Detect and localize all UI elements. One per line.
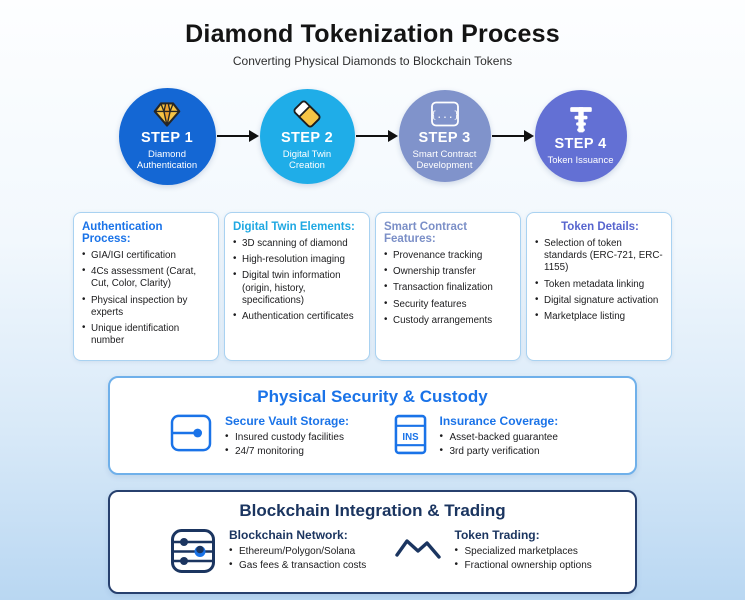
- list-item: Token metadata linking: [535, 278, 665, 291]
- list-item: Specialized marketplaces: [455, 544, 592, 560]
- list-item: Security features: [384, 298, 514, 311]
- authentication-process-list: GIA/IGI certification 4Cs assessment (Ca…: [82, 249, 212, 348]
- step-2-circle: STEP 2 Digital Twin Creation: [259, 88, 355, 184]
- detail-boxes-row: Authentication Process: GIA/IGI certific…: [0, 212, 745, 361]
- step-3-circle: {...} STEP 3 Smart Contract Development: [398, 90, 491, 182]
- token-trading-column: Token Trading: Specialized marketplaces …: [394, 528, 618, 579]
- insurance-column: INS Insurance Coverage: Asset-backed gua…: [394, 414, 618, 460]
- secure-vault-column: Secure Vault Storage: Insured custody fa…: [170, 414, 394, 460]
- list-item: Insured custody facilities: [225, 430, 349, 446]
- list-item: Provenance tracking: [384, 249, 514, 262]
- digital-twin-card-icon: [292, 100, 322, 128]
- smart-contract-features-list: Provenance tracking Ownership transfer T…: [384, 249, 514, 327]
- blockchain-section: Blockchain Integration & Trading: [108, 489, 637, 594]
- token-details-heading: Token Details:: [561, 221, 639, 233]
- list-item: Digital twin information (origin, histor…: [233, 269, 363, 307]
- insurance-heading: Insurance Coverage:: [439, 413, 559, 428]
- list-item: Digital signature activation: [535, 294, 665, 307]
- step-4-circle: STEP 4 Token Issuance: [534, 90, 627, 182]
- step-4-label: STEP 4: [554, 136, 607, 153]
- list-item: Unique identification number: [82, 322, 212, 347]
- blockchain-network-text: Blockchain Network: Ethereum/Polygon/Sol…: [229, 528, 366, 574]
- header: Diamond Tokenization Process Converting …: [0, 0, 745, 68]
- physical-security-section: Physical Security & Custody Secure Vault…: [108, 375, 637, 475]
- step-1-label: STEP 1: [140, 130, 194, 147]
- blockchain-columns: Blockchain Network: Ethereum/Polygon/Sol…: [110, 521, 635, 592]
- blockchain-network-heading: Blockchain Network:: [229, 527, 348, 542]
- list-item: GIA/IGI certification: [82, 249, 212, 262]
- trading-chart-icon: [394, 534, 442, 569]
- list-item: Ethereum/Polygon/Solana: [229, 544, 366, 560]
- physical-security-columns: Secure Vault Storage: Insured custody fa…: [110, 407, 635, 473]
- digital-twin-elements-list: 3D scanning of diamond High-resolution i…: [233, 237, 363, 323]
- list-item: 4Cs assessment (Carat, Cut, Color, Clari…: [82, 265, 212, 290]
- token-icon: [568, 106, 594, 134]
- authentication-process-box: Authentication Process: GIA/IGI certific…: [73, 212, 219, 361]
- list-item: High-resolution imaging: [233, 253, 363, 266]
- step-2-label: STEP 2: [280, 130, 334, 147]
- blockchain-title: Blockchain Integration & Trading: [239, 500, 506, 520]
- list-item: Transaction finalization: [384, 281, 514, 294]
- list-item: Gas fees & transaction costs: [229, 558, 366, 574]
- vault-icon: [170, 414, 212, 457]
- list-item: Physical inspection by experts: [82, 294, 212, 319]
- smart-contract-features-box: Smart Contract Features: Provenance trac…: [375, 212, 521, 361]
- blockchain-network-column: Blockchain Network: Ethereum/Polygon/Sol…: [170, 528, 394, 579]
- insurance-list: Asset-backed guarantee 3rd party verific…: [440, 430, 559, 460]
- list-item: Asset-backed guarantee: [440, 430, 559, 446]
- list-item: Marketplace listing: [535, 310, 665, 323]
- list-item: Authentication certificates: [233, 310, 363, 323]
- flow-arrow-3: [491, 130, 534, 142]
- insurance-document-icon: INS: [394, 414, 427, 460]
- flow-arrow-1: [216, 130, 259, 142]
- list-item: Ownership transfer: [384, 265, 514, 278]
- insurance-text: Insurance Coverage: Asset-backed guarant…: [440, 414, 559, 460]
- flow-arrow-2: [355, 130, 398, 142]
- blockchain-network-list: Ethereum/Polygon/Solana Gas fees & trans…: [229, 544, 366, 574]
- code-braces-glyph: {...}: [430, 110, 459, 121]
- step-4-name: Token Issuance: [547, 154, 614, 166]
- code-braces-icon: {...}: [428, 100, 462, 128]
- secure-vault-list: Insured custody facilities 24/7 monitori…: [225, 430, 349, 460]
- insurance-icon-label: INS: [402, 431, 419, 442]
- token-details-box: Token Details: Selection of token standa…: [526, 212, 672, 361]
- token-trading-list: Specialized marketplaces Fractional owne…: [455, 544, 592, 574]
- secure-vault-text: Secure Vault Storage: Insured custody fa…: [225, 414, 349, 460]
- page-title: Diamond Tokenization Process: [185, 20, 560, 48]
- authentication-process-heading: Authentication Process:: [82, 221, 163, 245]
- step-1-name: Diamond Authentication: [136, 148, 198, 172]
- digital-twin-elements-heading: Digital Twin Elements:: [233, 221, 355, 233]
- step-1-circle: STEP 1 Diamond Authentication: [118, 87, 216, 185]
- list-item: 3rd party verification: [440, 444, 559, 460]
- token-trading-heading: Token Trading:: [454, 527, 540, 542]
- diamond-icon: [152, 100, 182, 128]
- list-item: 3D scanning of diamond: [233, 237, 363, 250]
- process-steps-row: STEP 1 Diamond Authentication STEP 2 Dig…: [0, 86, 745, 186]
- list-item: Selection of token standards (ERC-721, E…: [535, 237, 665, 275]
- network-sliders-icon: [170, 528, 216, 579]
- list-item: Fractional ownership options: [455, 558, 592, 574]
- digital-twin-elements-box: Digital Twin Elements: 3D scanning of di…: [224, 212, 370, 361]
- list-item: Custody arrangements: [384, 314, 514, 327]
- smart-contract-features-heading: Smart Contract Features:: [384, 221, 468, 245]
- page-subtitle: Converting Physical Diamonds to Blockcha…: [232, 54, 513, 68]
- step-3-name: Smart Contract Development: [412, 148, 477, 172]
- token-details-list: Selection of token standards (ERC-721, E…: [535, 237, 665, 323]
- list-item: 24/7 monitoring: [225, 444, 349, 460]
- step-2-name: Digital Twin Creation: [282, 148, 332, 172]
- token-trading-text: Token Trading: Specialized marketplaces …: [455, 528, 592, 574]
- secure-vault-heading: Secure Vault Storage:: [225, 413, 350, 428]
- physical-security-title: Physical Security & Custody: [257, 386, 488, 406]
- step-3-label: STEP 3: [418, 130, 471, 147]
